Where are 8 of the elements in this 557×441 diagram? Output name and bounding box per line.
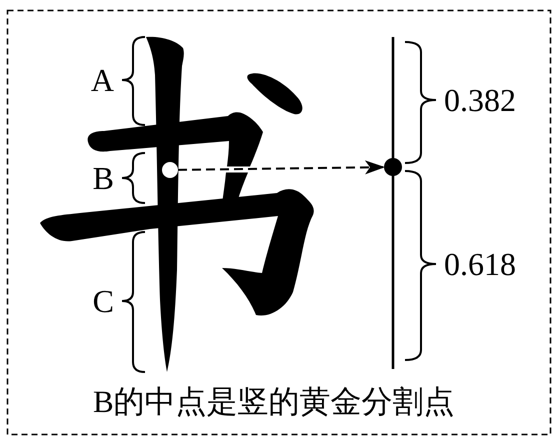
ratio-value: 0.382 <box>444 84 516 116</box>
segment-letter: B <box>92 162 114 194</box>
dashed-arrow <box>178 160 385 174</box>
caption: B的中点是竖的黄金分割点 <box>93 385 455 419</box>
segment-letter: A <box>90 64 114 96</box>
segment-letter: C <box>92 285 114 317</box>
point-marker <box>384 158 402 176</box>
ratio-value: 0.618 <box>444 248 516 280</box>
